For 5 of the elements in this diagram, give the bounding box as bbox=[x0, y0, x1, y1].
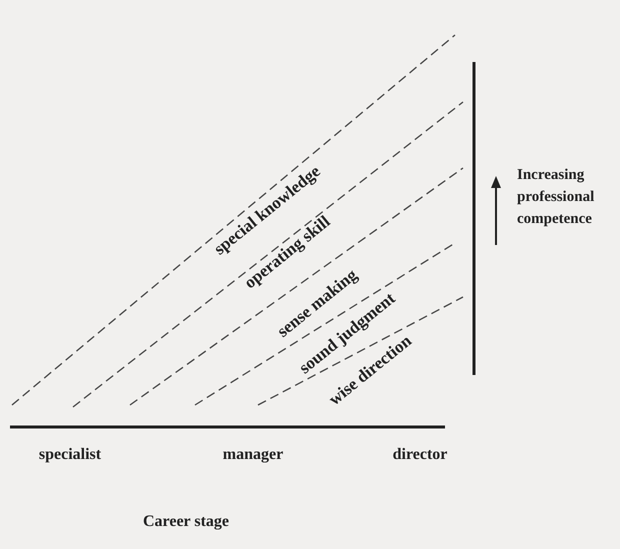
stage-label: director bbox=[392, 447, 448, 463]
stage-label: specialist bbox=[38, 447, 102, 463]
axis-label: Increasing professional competence bbox=[517, 166, 596, 228]
axis-title: Career stage bbox=[142, 514, 230, 530]
stage-label: manager bbox=[222, 447, 284, 463]
